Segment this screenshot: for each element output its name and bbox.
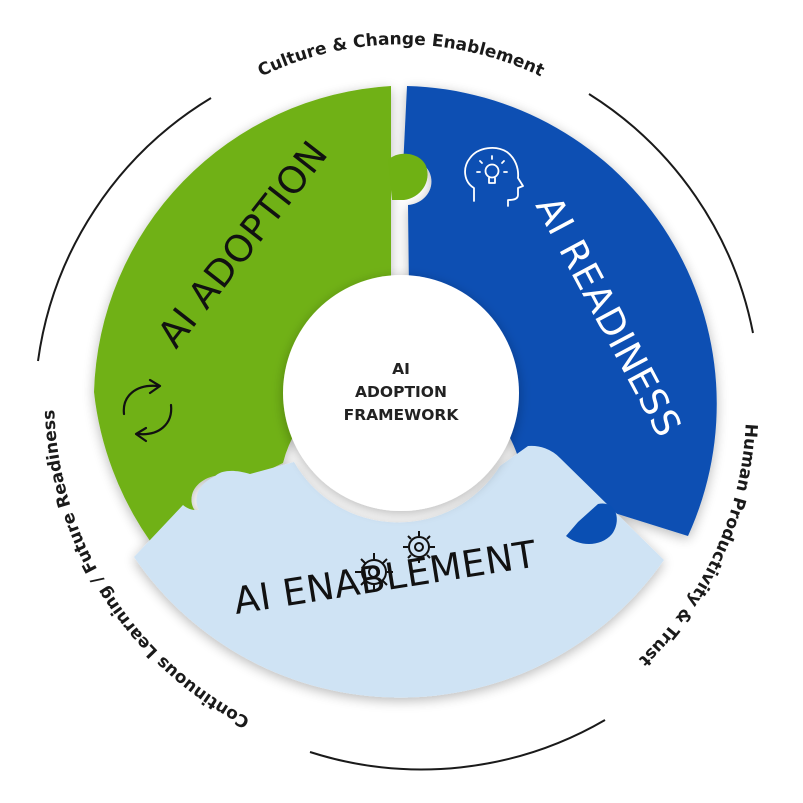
outer-ring (37, 93, 754, 771)
segment-ai-enablement (134, 445, 664, 698)
outer-ring-arc-top-left (37, 97, 212, 362)
puzzle-tab-right (566, 503, 617, 544)
center-title-line3: FRAMEWORK (344, 406, 460, 424)
center-circle (283, 275, 519, 511)
center-title-line2: ADOPTION (355, 383, 447, 401)
puzzle-tab-top (388, 153, 428, 200)
center-title-line1: AI (392, 360, 410, 378)
outer-ring-arc-bottom (309, 719, 606, 771)
segment-ai-readiness (403, 86, 717, 543)
refresh-cycle-icon (122, 378, 173, 443)
head-lightbulb-icon (464, 147, 524, 207)
puzzle-tab-left (196, 472, 254, 521)
outer-ring-arc-top-right (588, 93, 754, 334)
outer-label-top: Culture & Change Enablement (255, 29, 547, 81)
segment-ai-adoption (94, 86, 391, 541)
gears-icon (355, 531, 435, 591)
